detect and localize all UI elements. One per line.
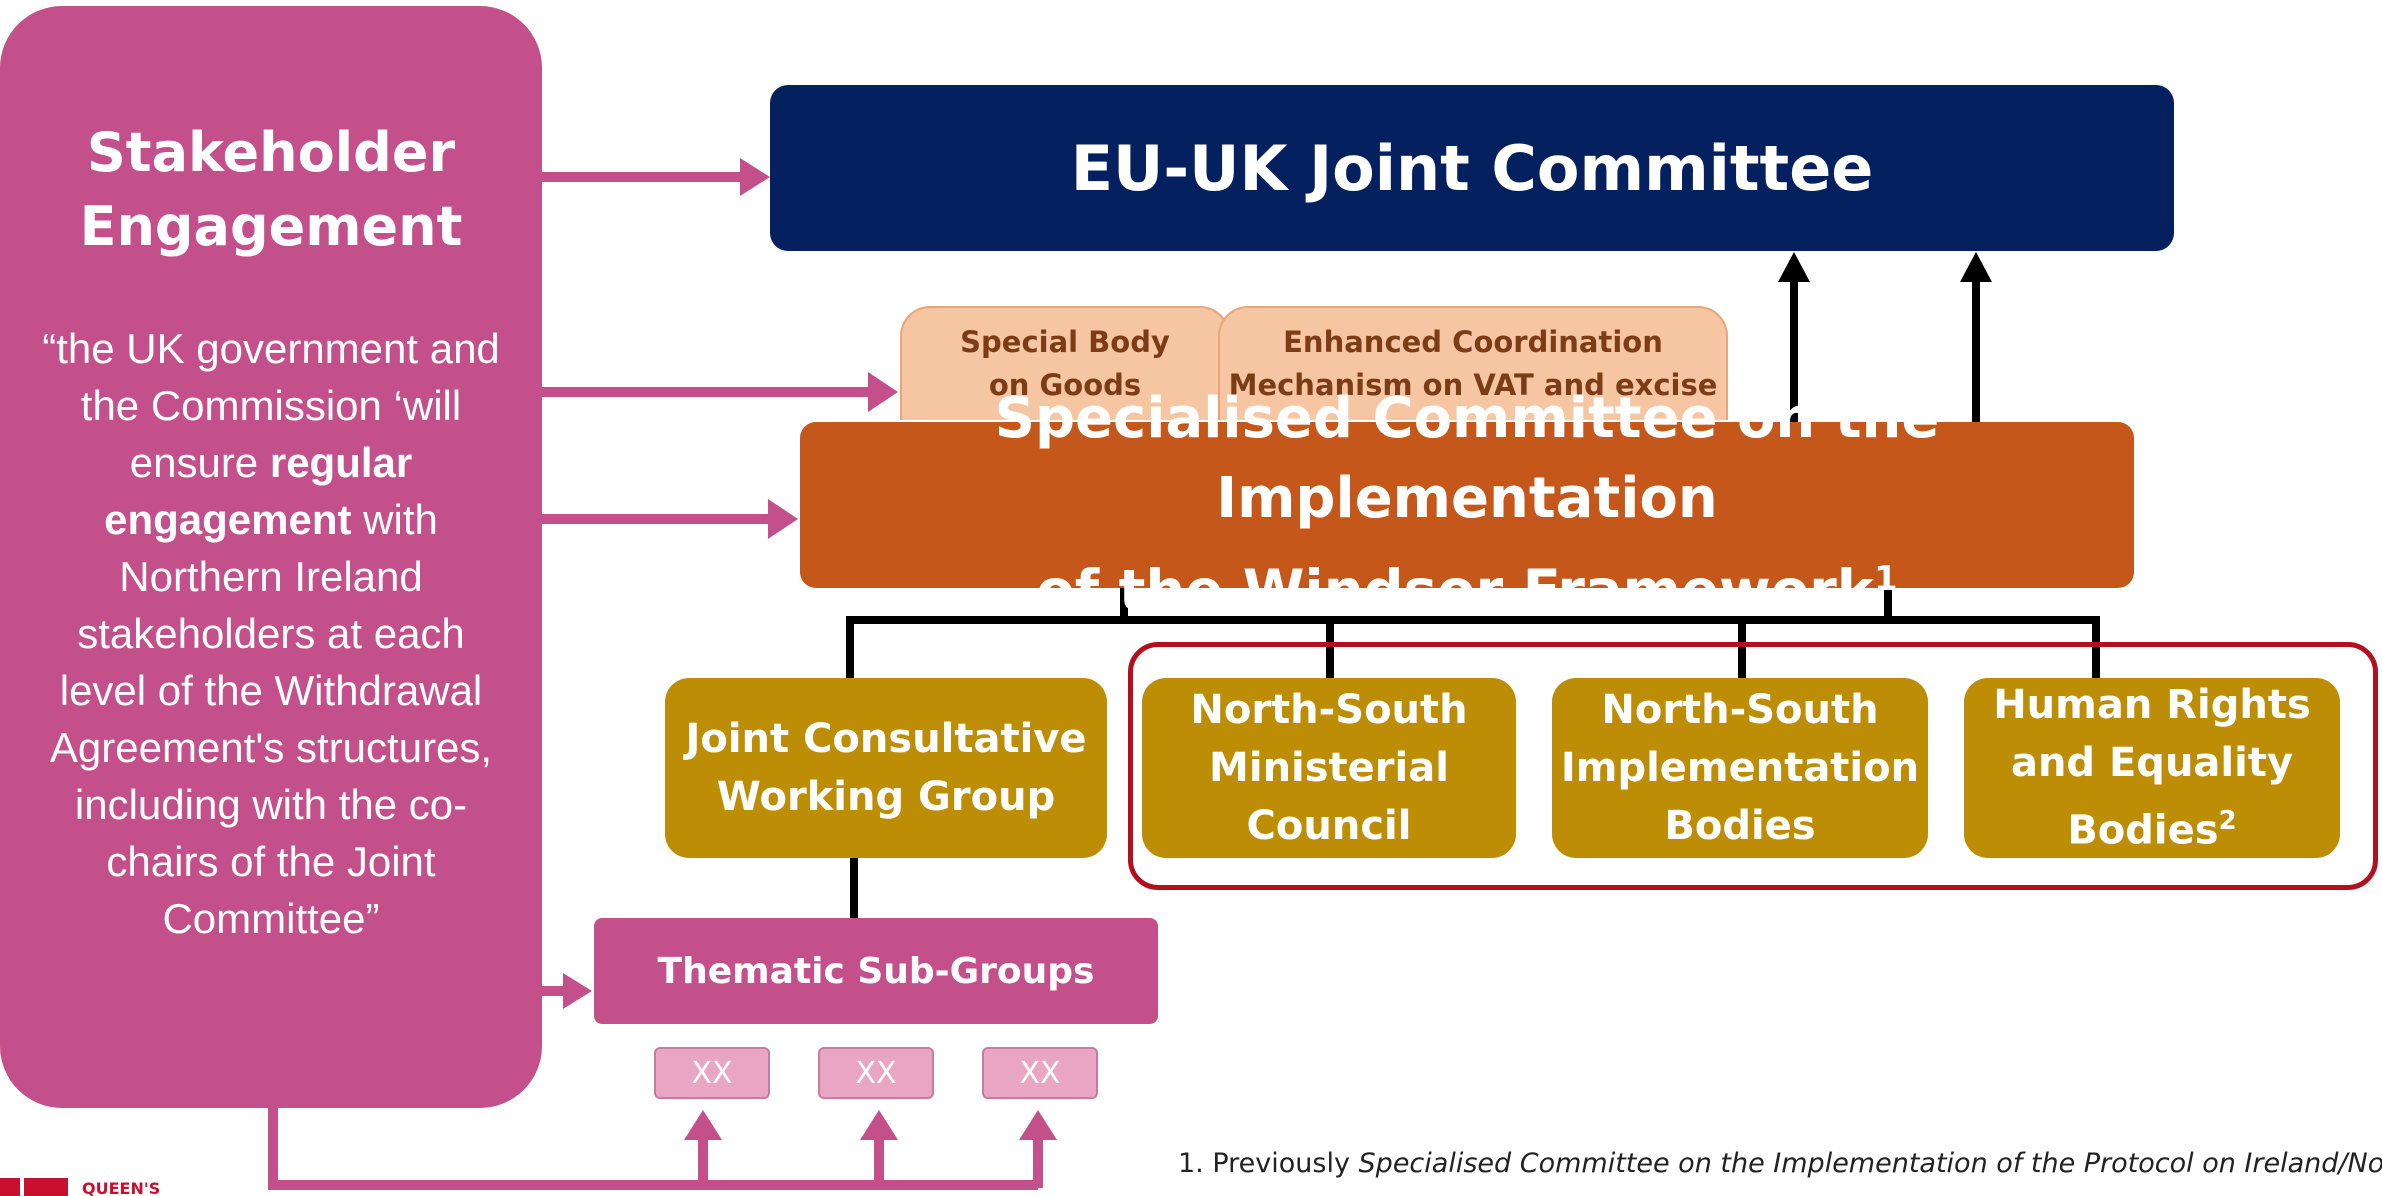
footnote-marker-2: 2 xyxy=(2218,806,2237,837)
thematic-sub-groups-label: Thematic Sub-Groups xyxy=(657,950,1095,992)
logo-text: QUEEN'S xyxy=(82,1179,160,1196)
joint-consultative-working-group-box: Joint Consultative Working Group xyxy=(665,678,1107,858)
footnote-marker-1: 1 xyxy=(1874,558,1898,599)
hreb-label-line1: Human Rights xyxy=(1993,682,2311,729)
nsib-label-line2: Implementation xyxy=(1560,745,1920,791)
stakeholder-title-line2: Engagement xyxy=(79,195,463,258)
stakeholder-arrows xyxy=(268,158,1057,1190)
thematic-sub-groups-box: Thematic Sub-Groups xyxy=(594,918,1158,1024)
quote-text-end: with Northern Ireland stakeholders at ea… xyxy=(49,496,493,942)
hreb-label-line3: Bodies xyxy=(2067,807,2219,854)
enhanced-coordination-mechanism-box: Enhanced Coordination Mechanism on VAT a… xyxy=(1218,306,1728,420)
university-logo: QUEEN'S xyxy=(0,1174,200,1196)
hreb-label-line2: and Equality xyxy=(2010,740,2294,787)
logo-mark-icon: QUEEN'S xyxy=(0,1178,160,1196)
nsmc-label-line3: Council xyxy=(1246,803,1412,849)
footnote-prefix: Previously xyxy=(1212,1148,1350,1179)
footnote-1: 1. Previously Specialised Committee on t… xyxy=(1178,1148,2382,1179)
hierarchy-lines xyxy=(846,252,2100,920)
north-south-bodies-highlight-frame xyxy=(1128,642,2378,890)
nsmc-label-line2: Ministerial xyxy=(1209,745,1449,791)
sub-group-placeholder-3: XX xyxy=(982,1047,1098,1099)
special-body-label-line1: Special Body xyxy=(960,325,1170,359)
specialised-committee-box: Specialised Committee on the Implementat… xyxy=(800,386,2134,623)
eu-uk-joint-committee-box: EU-UK Joint Committee xyxy=(770,85,2174,251)
footnote-previous-name: Specialised Committee on the Implementat… xyxy=(1358,1148,2382,1179)
north-south-implementation-bodies-box: North-South Implementation Bodies xyxy=(1552,678,1928,858)
nsmc-label-line1: North-South xyxy=(1190,687,1468,733)
stakeholder-title-line1: Stakeholder xyxy=(86,121,456,184)
special-body-label-line2: on Goods xyxy=(988,368,1142,402)
stakeholder-quote: “the UK government and the Commission ‘w… xyxy=(32,320,510,947)
nsib-label-line1: North-South xyxy=(1601,687,1879,733)
eu-uk-joint-committee-label: EU-UK Joint Committee xyxy=(1070,131,1874,205)
ecm-label-line2: Mechanism on VAT and excise xyxy=(1228,368,1718,402)
specialised-committee-line1: Specialised Committee on the Implementat… xyxy=(994,385,1940,531)
sub-group-placeholder-2: XX xyxy=(818,1047,934,1099)
jcwg-label-line1: Joint Consultative xyxy=(685,716,1087,762)
quote-text-start: “the UK government and the Commission ‘w… xyxy=(42,325,500,486)
quote-emphasis: regular engagement xyxy=(104,439,413,543)
nsib-label-line3: Bodies xyxy=(1664,803,1816,849)
specialised-committee-line2: of the Windsor Framework xyxy=(1036,558,1875,624)
stakeholder-title: Stakeholder Engagement xyxy=(0,116,542,264)
footnote-number: 1. xyxy=(1178,1148,1204,1179)
sub-group-placeholder-1: XX xyxy=(654,1047,770,1099)
human-rights-equality-bodies-box: Human Rights and Equality Bodies2 xyxy=(1964,678,2340,858)
north-south-ministerial-council-box: North-South Ministerial Council xyxy=(1142,678,1516,858)
special-body-on-goods-box: Special Body on Goods xyxy=(900,306,1230,420)
jcwg-label-line2: Working Group xyxy=(716,774,1056,820)
stakeholder-engagement-panel: Stakeholder Engagement “the UK governmen… xyxy=(0,6,542,1108)
ecm-label-line1: Enhanced Coordination xyxy=(1283,325,1663,359)
